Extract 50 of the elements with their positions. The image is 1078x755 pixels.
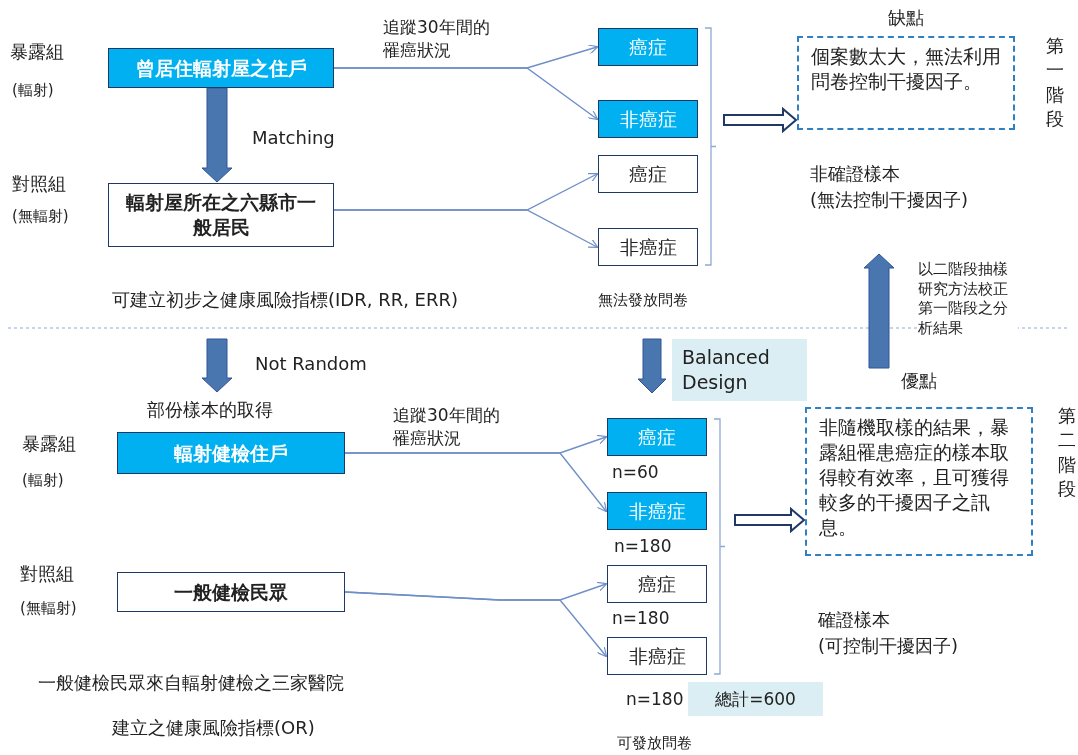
group-note: (無輻射) <box>12 206 69 227</box>
hospital-note: 一般健檢民眾來自輻射健檢之三家醫院 <box>38 671 344 695</box>
sample-size: n=180 <box>614 535 672 558</box>
sample-note: (無法控制干擾因子) <box>810 188 969 212</box>
note-heading: 缺點 <box>887 6 925 30</box>
design-box: Balanced Design <box>672 339 807 401</box>
outcome-box: 癌症 <box>598 155 698 193</box>
questionnaire-note: 無法發放問卷 <box>598 290 688 311</box>
arrow <box>333 67 599 121</box>
hollow-arrow <box>723 106 798 134</box>
sample-note: 非確證樣本 <box>810 162 900 186</box>
block-arrow <box>201 87 233 183</box>
outcome-box: 非癌症 <box>598 228 698 266</box>
outcome-box: 非癌症 <box>607 492 707 530</box>
group-label: 對照組 <box>20 562 74 586</box>
outcome-box: 癌症 <box>607 565 707 603</box>
hollow-arrow <box>734 506 806 534</box>
group-note: (輻射) <box>12 80 54 101</box>
group-note: (無輻射) <box>20 598 77 619</box>
sample-size: n=180 <box>612 607 670 630</box>
group-label: 暴露組 <box>22 432 76 456</box>
block-arrow <box>863 253 895 369</box>
group-box: 一般健檢民眾 <box>117 572 345 612</box>
outcome-box: 癌症 <box>607 418 707 456</box>
note-box: 個案數太大，無法利用問卷控制干擾因子。 <box>797 36 1015 130</box>
outcome-box: 癌症 <box>598 28 698 66</box>
group-box: 輻射健檢住戶 <box>117 432 345 474</box>
questionnaire-note: 可發放問卷 <box>617 733 692 754</box>
group-label: 暴露組 <box>10 40 64 64</box>
indicator-note: 可建立初步之健康風險指標(IDR, RR, ERR) <box>112 288 458 312</box>
arrow <box>333 209 599 248</box>
sample-size: n=180 <box>626 688 684 711</box>
sample-note: 確證樣本 <box>818 608 890 632</box>
sample-note: (可控制干擾因子) <box>818 634 959 658</box>
arrow-caption: Not Random <box>255 352 367 376</box>
arrow <box>344 591 608 658</box>
note-box: 非隨機取樣的結果，暴露組罹患癌症的樣本取得較有效率，且可獲得較多的干擾因子之訊息。 <box>805 407 1033 556</box>
note-heading: 優點 <box>900 369 938 393</box>
outcome-box: 非癌症 <box>607 637 707 675</box>
group-box: 輻射屋所在之六縣市一般居民 <box>108 183 334 247</box>
group-note: (輻射) <box>22 470 64 491</box>
group-box: 曾居住輻射屋之住戶 <box>108 48 334 88</box>
indicator-note: 建立之健康風險指標(OR) <box>112 716 315 740</box>
arrow <box>344 452 608 513</box>
group-label: 對照組 <box>12 172 66 196</box>
total-box: 總計=600 <box>688 682 823 716</box>
outcome-box: 非癌症 <box>598 100 698 138</box>
edge-label: 以二階段抽樣研究方法校正第一階段之分析結果 <box>918 260 1018 338</box>
sampling-note: 部份樣本的取得 <box>147 398 273 422</box>
sample-size: n=60 <box>612 461 659 484</box>
